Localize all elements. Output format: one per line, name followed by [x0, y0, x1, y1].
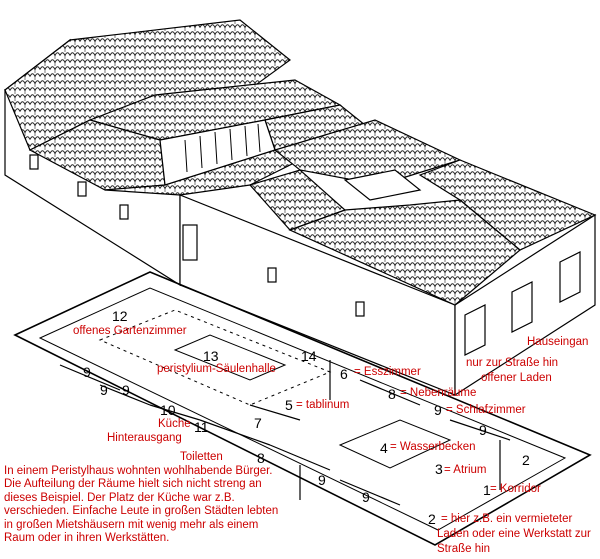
- caption-line: verschieden. Einfache Leute in großen St…: [4, 505, 279, 518]
- partition: [339, 479, 401, 506]
- room-number-bedroom: 9: [122, 382, 130, 398]
- plan-outline: [13, 271, 592, 546]
- room-number-back-exit: 11: [194, 419, 209, 435]
- label-corridor: = Korridor: [490, 483, 541, 495]
- label-workshop-line1: = hier z.B. ein vermieteter: [441, 513, 573, 525]
- partition: [199, 419, 271, 446]
- floor-plan: [13, 271, 592, 546]
- room-number-garden: 12: [112, 308, 128, 324]
- window: [267, 267, 277, 283]
- partition: [149, 404, 201, 421]
- label-back-exit: Hinterausgang: [107, 432, 182, 444]
- caption-line: In einem Peristylhaus wohnten wohlhabend…: [4, 465, 273, 477]
- label-kitchen: Küche: [158, 418, 191, 430]
- label-shop-line2: offener Laden: [481, 372, 552, 384]
- window: [29, 154, 39, 170]
- atrium-roof-front: [288, 199, 521, 306]
- caption-line: Die Aufteilung der Räume hielt sich nich…: [4, 478, 262, 491]
- peristyle-pool-plan: [173, 334, 287, 381]
- partition: [269, 444, 331, 471]
- label-basin: = Wasserbecken: [390, 441, 476, 453]
- label-atrium: = Atrium: [444, 464, 487, 476]
- caption-line: dieses Beispiel. Der Platz der Küche war…: [4, 491, 235, 504]
- label-peristyle: peristylium-Säulenhalle: [157, 363, 276, 375]
- room-number-peristyle-side: 14: [301, 348, 317, 364]
- room-number-bedroom: 9: [434, 402, 442, 418]
- room-number-bedroom: 9: [362, 489, 370, 505]
- room-number-peristyle: 13: [203, 348, 219, 364]
- room-numbers: 12 13 14 6 9 9 9 10 11 8 5 7 8 9 4 9 2 3…: [83, 308, 530, 527]
- partition: [449, 419, 511, 441]
- atrium-compluvium: [343, 169, 422, 201]
- label-workshop-line3: Straße hin: [437, 543, 490, 555]
- caption: In einem Peristylhaus wohnten wohlhabend…: [4, 465, 304, 545]
- window: [77, 181, 87, 197]
- room-labels: offenes Gartenzimmer peristylium-Säulenh…: [73, 325, 591, 555]
- room-number-bedroom: 9: [479, 422, 487, 438]
- room-number-toilets: 8: [257, 450, 265, 466]
- plan-inner-outline: [38, 287, 567, 531]
- room-number-basin: 4: [380, 440, 388, 456]
- partition: [99, 384, 151, 406]
- label-dining: = Esszimmer: [354, 366, 421, 378]
- room-number-room: 7: [254, 415, 262, 431]
- label-side-rooms: = Nebenräume: [400, 387, 476, 399]
- room-number-tablinum: 5: [285, 397, 293, 413]
- shop-opening: [464, 304, 486, 356]
- atrium-plan: [338, 419, 452, 469]
- atrium-roof-right: [418, 159, 597, 251]
- label-entrance: Hauseingan: [527, 336, 588, 348]
- room-number-side-room: 8: [388, 386, 396, 402]
- label-garden: offenes Gartenzimmer: [73, 325, 187, 337]
- room-number-bedroom: 9: [100, 382, 108, 398]
- house-elevation: [3, 19, 597, 397]
- label-shop-line1: nur zur Straße hin: [466, 357, 558, 369]
- partition: [359, 379, 421, 406]
- label-workshop-line2: Laden oder eine Werkstatt zur: [437, 528, 591, 540]
- room-number-dining: 6: [340, 366, 348, 382]
- door: [182, 224, 198, 261]
- label-tablinum: = tablinum: [296, 399, 349, 411]
- room-number-workshop: 2: [428, 511, 436, 527]
- partition: [59, 364, 121, 391]
- window: [119, 204, 129, 220]
- caption-line: Raum oder in ihren Werkstätten.: [4, 532, 170, 545]
- caption-line: in großen Mietshäusern mit wenig mehr al…: [4, 518, 259, 531]
- shop-opening: [511, 281, 533, 333]
- window: [355, 301, 365, 317]
- partition: [249, 404, 301, 421]
- label-bedroom: = Schlafzimmer: [446, 404, 526, 416]
- peristyle-columns: [184, 123, 261, 173]
- room-number-kitchen: 10: [160, 402, 176, 418]
- label-toilets: Toiletten: [180, 451, 223, 463]
- shop-opening: [559, 251, 581, 303]
- atrium-roof-back: [273, 119, 462, 186]
- room-number-shop: 2: [522, 452, 530, 468]
- room-number-corridor: 1: [483, 482, 491, 498]
- room-number-bedroom: 9: [83, 364, 91, 380]
- room-number-bedroom: 9: [318, 472, 326, 488]
- room-number-atrium: 3: [435, 461, 443, 477]
